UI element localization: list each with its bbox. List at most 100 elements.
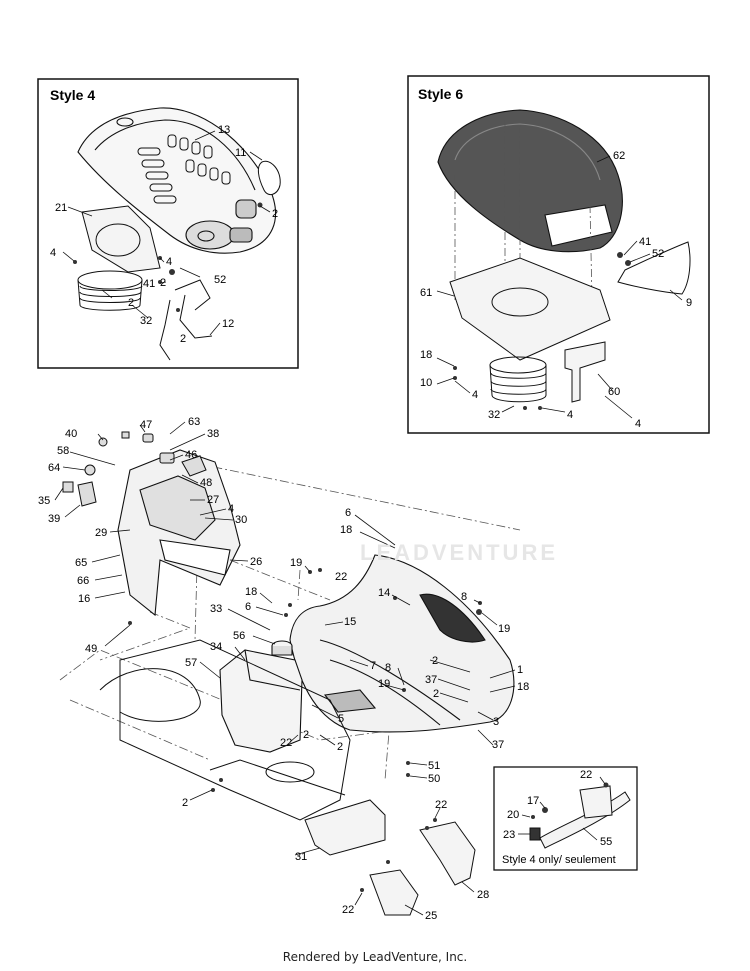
style4-hood	[77, 107, 277, 254]
callout: 14	[378, 587, 390, 599]
callout: 19	[290, 557, 302, 569]
style6-bracket-60	[564, 341, 606, 403]
callout: 7	[370, 660, 376, 672]
callout: 35	[38, 495, 50, 507]
callout: 39	[48, 513, 60, 525]
callout: 32	[140, 315, 152, 327]
callout: 41	[143, 278, 155, 290]
callout: 10	[420, 377, 432, 389]
style6-title: Style 6	[418, 86, 463, 102]
style4-screen-32	[77, 270, 143, 311]
callout: 12	[222, 318, 234, 330]
callout: 66	[77, 575, 89, 587]
callout: 29	[95, 527, 107, 539]
callout: 65	[75, 557, 87, 569]
callout: 30	[235, 514, 247, 526]
chassis	[99, 639, 351, 821]
callout: 33	[210, 603, 222, 615]
callout: 2	[160, 277, 166, 289]
callout: 2	[433, 688, 439, 700]
dash-panel	[117, 449, 241, 617]
callout: 32	[488, 409, 500, 421]
footer-credit: Rendered by LeadVenture, Inc.	[282, 950, 468, 964]
callout: 21	[55, 202, 67, 214]
callout: 22	[435, 799, 447, 811]
callout: 1	[517, 664, 523, 676]
callout: 52	[652, 248, 664, 260]
style6-base-61	[449, 257, 611, 361]
bracket-28	[419, 821, 476, 886]
callout: 51	[428, 760, 440, 772]
bracket-25	[369, 869, 419, 916]
callout: 23	[503, 829, 515, 841]
main-assembly: 40 47 63 38 58 46 64 48 35 39 27 4 29 30…	[38, 416, 529, 922]
callout: 22	[342, 904, 354, 916]
callout: 18	[340, 524, 352, 536]
style4-panel-21	[81, 205, 161, 273]
callout: 28	[477, 889, 489, 901]
callout: 19	[498, 623, 510, 635]
fuel-tank-34	[219, 640, 303, 753]
callout: 4	[567, 409, 573, 421]
style4-title: Style 4	[50, 87, 95, 103]
callout: 18	[517, 681, 529, 693]
callout: 37	[492, 739, 504, 751]
callout: 50	[428, 773, 440, 785]
callout: 4	[472, 389, 478, 401]
callout: 4	[166, 256, 172, 268]
callout: 49	[85, 643, 97, 655]
callout: 56	[233, 630, 245, 642]
callout: 16	[78, 593, 90, 605]
callout: 8	[385, 662, 391, 674]
callout: 2	[180, 333, 186, 345]
callout: 61	[420, 287, 432, 299]
callout: 4	[635, 418, 641, 430]
callout: 46	[185, 449, 197, 461]
style4-harness-12	[159, 279, 213, 361]
callout: 15	[344, 616, 356, 628]
callout: 2	[272, 208, 278, 220]
callout: 2	[432, 655, 438, 667]
callout: 6	[245, 601, 251, 613]
style6-panel: Style 6	[407, 75, 710, 434]
style6-hood	[437, 109, 623, 253]
callout: 2	[303, 729, 309, 741]
callout: 20	[507, 809, 519, 821]
callout: 52	[214, 274, 226, 286]
callout: 4	[50, 247, 56, 259]
callout: 2	[182, 797, 188, 809]
callout: 40	[65, 428, 77, 440]
callout: 55	[600, 836, 612, 848]
callout: 27	[207, 494, 219, 506]
callout: 47	[140, 419, 152, 431]
callout: 11	[235, 147, 246, 159]
callout: 2	[337, 741, 343, 753]
callout: 13	[218, 124, 230, 136]
callout: 31	[295, 851, 307, 863]
callout: 17	[527, 795, 539, 807]
callout: 41	[639, 236, 651, 248]
callout: 48	[200, 477, 212, 489]
inset-panel: Style 4 only/ seulement 22 17 20 55 23	[493, 766, 638, 871]
callout: 62	[613, 150, 625, 162]
watermark: LEADVENTURE	[360, 540, 559, 565]
callout: 2	[128, 297, 134, 309]
callout: 18	[420, 349, 432, 361]
fender-14-15	[289, 554, 515, 733]
style4-panel: Style 4	[37, 78, 299, 369]
callout: 19	[378, 678, 390, 690]
callout: 37	[425, 674, 437, 686]
callout: 22	[580, 769, 592, 781]
callout: 34	[210, 641, 222, 653]
callout: 3	[493, 716, 499, 728]
callout: 26	[250, 556, 262, 568]
style4-lens	[257, 160, 281, 196]
callout: 38	[207, 428, 219, 440]
callout: 64	[48, 462, 60, 474]
callout: 25	[425, 910, 437, 922]
callout: 9	[686, 297, 692, 309]
style4-leaders	[62, 130, 271, 336]
style6-screen-32	[489, 356, 547, 403]
style6-lens	[617, 241, 691, 295]
